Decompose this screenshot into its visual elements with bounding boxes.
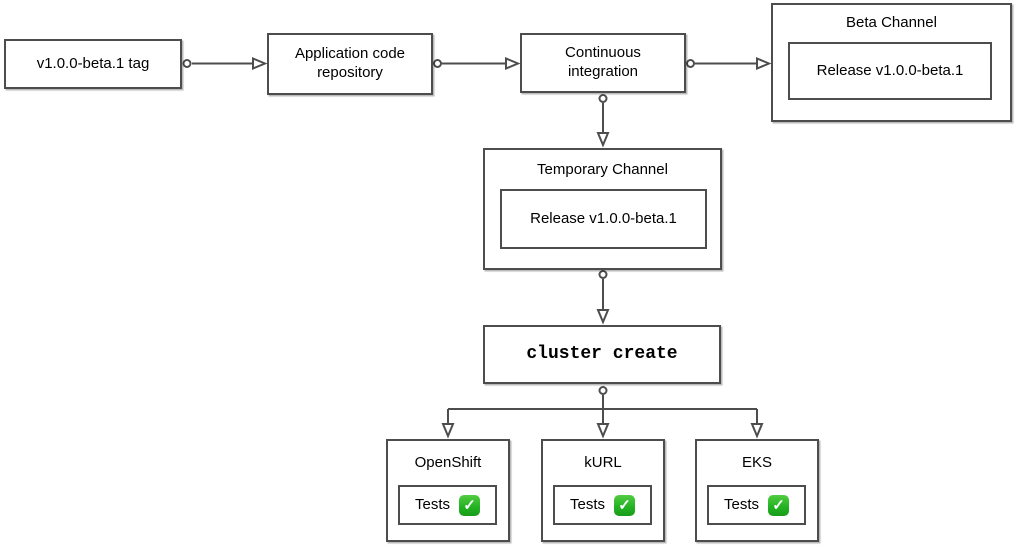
- node-eks: EKS Tests ✓: [695, 439, 819, 542]
- check-icon: ✓: [614, 494, 635, 516]
- node-temporary-channel: Temporary Channel Release v1.0.0-beta.1: [483, 148, 722, 270]
- eks-tests-box: Tests ✓: [707, 485, 806, 525]
- connector-tag-to-repo: [182, 57, 268, 70]
- check-glyph: ✓: [772, 496, 785, 514]
- beta-channel-title: Beta Channel: [846, 14, 937, 31]
- application-code-repository-label: Application code repository: [294, 45, 406, 81]
- node-version-tag: v1.0.0-beta.1 tag: [4, 39, 182, 89]
- node-openshift: OpenShift Tests ✓: [386, 439, 510, 542]
- temporary-channel-title: Temporary Channel: [537, 161, 668, 178]
- node-beta-channel: Beta Channel Release v1.0.0-beta.1: [771, 3, 1012, 122]
- connector-ci-to-temporary-channel: [596, 94, 610, 148]
- connector-repo-to-ci: [433, 57, 521, 70]
- temporary-channel-release-label: Release v1.0.0-beta.1: [530, 209, 677, 227]
- openshift-tests-box: Tests ✓: [398, 485, 497, 525]
- node-application-code-repository: Application code repository: [267, 33, 433, 95]
- temporary-channel-release-box: Release v1.0.0-beta.1: [500, 189, 707, 249]
- openshift-title: OpenShift: [414, 454, 482, 471]
- eks-tests-label: Tests: [723, 495, 759, 513]
- connector-temporary-channel-to-cluster-create: [596, 270, 610, 325]
- connector-ci-to-beta-channel: [686, 57, 772, 70]
- kurl-tests-box: Tests ✓: [553, 485, 652, 525]
- check-glyph: ✓: [463, 496, 476, 514]
- check-icon: ✓: [768, 494, 789, 516]
- beta-channel-release-label: Release v1.0.0-beta.1: [816, 61, 964, 79]
- kurl-tests-label: Tests: [569, 495, 605, 513]
- node-continuous-integration: Continuous integration: [520, 33, 686, 93]
- node-kurl: kURL Tests ✓: [541, 439, 665, 542]
- eks-title: EKS: [741, 454, 772, 471]
- cluster-create-label: cluster create: [526, 344, 678, 365]
- continuous-integration-label: Continuous integration: [565, 44, 641, 80]
- version-tag-label: v1.0.0-beta.1 tag: [36, 54, 150, 72]
- openshift-tests-label: Tests: [414, 495, 450, 513]
- connector-cluster-create-to-clusters: [441, 386, 764, 439]
- check-icon: ✓: [459, 494, 480, 516]
- beta-channel-release-box: Release v1.0.0-beta.1: [788, 42, 992, 100]
- kurl-title: kURL: [584, 454, 622, 471]
- check-glyph: ✓: [618, 496, 631, 514]
- node-cluster-create: cluster create: [483, 325, 721, 384]
